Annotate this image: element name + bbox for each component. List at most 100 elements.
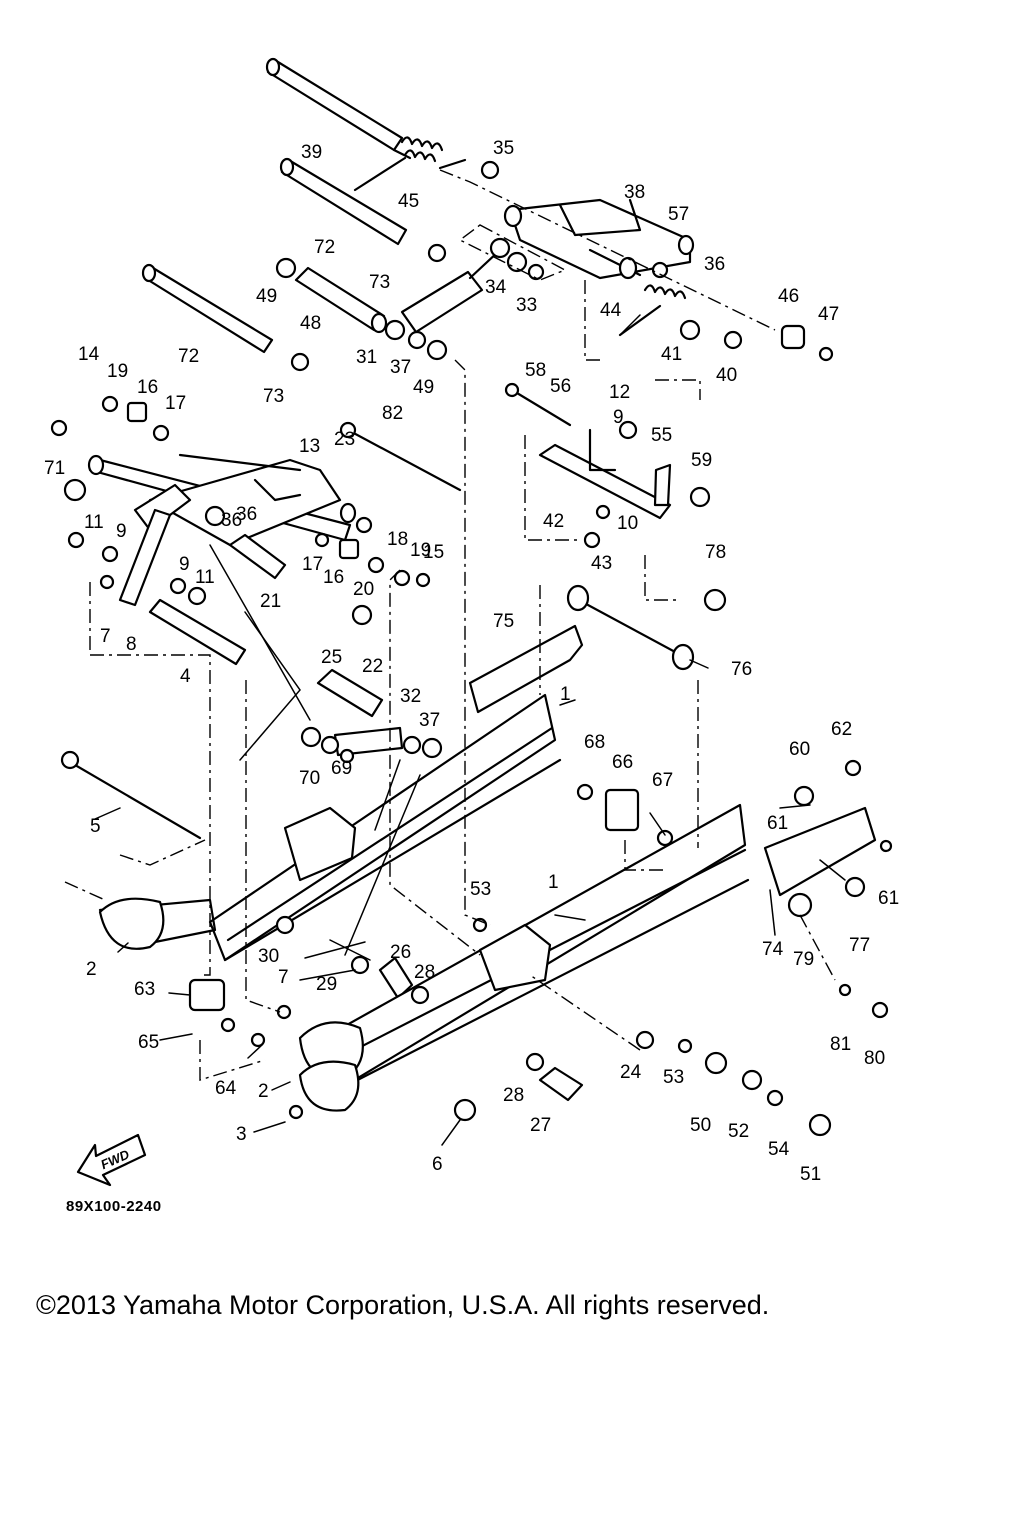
part-callout-11: 11 bbox=[84, 512, 104, 533]
part-callout-51: 51 bbox=[800, 1164, 821, 1185]
part-callout-9: 9 bbox=[179, 554, 190, 575]
copyright-notice: ©2013 Yamaha Motor Corporation, U.S.A. A… bbox=[36, 1290, 770, 1320]
part-callout-29: 29 bbox=[316, 974, 337, 995]
part-callout-2: 2 bbox=[258, 1081, 269, 1102]
part-callout-59: 59 bbox=[691, 450, 712, 471]
part-callout-81: 81 bbox=[830, 1034, 851, 1055]
part-callout-13: 13 bbox=[299, 436, 320, 457]
part-callout-12: 12 bbox=[609, 382, 630, 403]
bolt-82 bbox=[339, 421, 462, 492]
part-callout-49: 49 bbox=[256, 286, 277, 307]
part-callout-68: 68 bbox=[584, 732, 605, 753]
part-callout-50: 50 bbox=[690, 1115, 711, 1136]
callout-labels: 1122345677899910111112131415161617171819… bbox=[44, 138, 899, 1185]
part-callout-71: 71 bbox=[44, 458, 65, 479]
part-callout-46: 46 bbox=[778, 286, 799, 307]
part-callout-45: 45 bbox=[398, 191, 419, 212]
spring-44 bbox=[618, 284, 687, 337]
plate-75 bbox=[468, 624, 584, 714]
part-callout-42: 42 bbox=[543, 511, 564, 532]
part-callout-35: 35 bbox=[493, 138, 514, 159]
part-callout-76: 76 bbox=[731, 659, 752, 680]
part-callout-43: 43 bbox=[591, 553, 612, 574]
part-callout-21: 21 bbox=[260, 591, 281, 612]
part-callout-3: 3 bbox=[236, 1124, 247, 1145]
part-callout-33: 33 bbox=[516, 295, 537, 316]
part-callout-72: 72 bbox=[178, 346, 199, 367]
slide-rail-front-2-upper bbox=[98, 897, 165, 950]
part-callout-39: 39 bbox=[301, 142, 322, 163]
part-callout-1: 1 bbox=[560, 684, 571, 705]
part-callout-20: 20 bbox=[353, 579, 374, 600]
diagram-code: 89X100-2240 bbox=[66, 1198, 162, 1215]
part-callout-31: 31 bbox=[356, 347, 377, 368]
part-callout-7: 7 bbox=[278, 967, 289, 988]
part-callout-7: 7 bbox=[100, 626, 111, 647]
part-callout-9: 9 bbox=[613, 407, 624, 428]
slide-rail-front-2-lower bbox=[298, 1021, 364, 1112]
part-callout-5: 5 bbox=[90, 816, 101, 837]
part-callout-60: 60 bbox=[789, 739, 810, 760]
part-callout-73: 73 bbox=[263, 386, 284, 407]
part-callout-18: 18 bbox=[387, 529, 408, 550]
collar-26 bbox=[378, 956, 414, 1000]
part-callout-17: 17 bbox=[165, 393, 186, 414]
part-callout-73: 73 bbox=[369, 272, 390, 293]
plate-74 bbox=[763, 806, 877, 897]
part-callout-58: 58 bbox=[525, 360, 546, 381]
collar-25 bbox=[316, 668, 384, 718]
part-callout-54: 54 bbox=[768, 1139, 790, 1160]
part-callout-4: 4 bbox=[180, 666, 191, 687]
assembly-guide-lines bbox=[64, 169, 836, 1081]
part-callout-19: 19 bbox=[410, 540, 431, 561]
spring-45 bbox=[353, 136, 467, 192]
part-callout-56: 56 bbox=[550, 376, 571, 397]
part-callout-32: 32 bbox=[400, 686, 421, 707]
part-callout-23: 23 bbox=[334, 429, 355, 450]
part-callout-26: 26 bbox=[390, 942, 411, 963]
part-callout-78: 78 bbox=[705, 542, 726, 563]
part-callout-75: 75 bbox=[493, 611, 514, 632]
collar-27 bbox=[538, 1066, 584, 1102]
part-callout-10: 10 bbox=[617, 513, 638, 534]
part-callout-1: 1 bbox=[548, 872, 559, 893]
part-callout-61: 61 bbox=[878, 888, 899, 909]
part-callout-41: 41 bbox=[661, 344, 682, 365]
part-callout-37: 37 bbox=[390, 357, 411, 378]
part-callout-67: 67 bbox=[652, 770, 673, 791]
part-callout-27: 27 bbox=[530, 1115, 551, 1136]
part-callout-30: 30 bbox=[258, 946, 279, 967]
part-callout-28: 28 bbox=[503, 1085, 524, 1106]
part-callout-24: 24 bbox=[620, 1062, 642, 1083]
part-callout-2: 2 bbox=[86, 959, 97, 980]
part-callout-79: 79 bbox=[793, 949, 814, 970]
part-callout-6: 6 bbox=[432, 1154, 443, 1175]
bolt-5 bbox=[60, 750, 202, 840]
part-callout-57: 57 bbox=[668, 204, 689, 225]
part-callout-80: 80 bbox=[864, 1048, 885, 1069]
part-callout-40: 40 bbox=[716, 365, 737, 386]
part-callout-36: 36 bbox=[221, 510, 242, 531]
part-callout-82: 82 bbox=[382, 403, 403, 424]
part-callout-55: 55 bbox=[651, 425, 672, 446]
part-callout-61: 61 bbox=[767, 813, 788, 834]
bolt-58 bbox=[504, 382, 572, 427]
part-callout-34: 34 bbox=[485, 277, 507, 298]
part-callout-37: 37 bbox=[419, 710, 440, 731]
part-callout-38: 38 bbox=[624, 182, 645, 203]
collar-4 bbox=[148, 598, 247, 666]
part-callout-64: 64 bbox=[215, 1078, 237, 1099]
part-callout-44: 44 bbox=[600, 300, 622, 321]
part-callout-22: 22 bbox=[362, 656, 383, 677]
part-callout-66: 66 bbox=[612, 752, 633, 773]
part-callout-62: 62 bbox=[831, 719, 852, 740]
part-callout-63: 63 bbox=[134, 979, 155, 1000]
part-callout-47: 47 bbox=[818, 304, 839, 325]
part-callout-17: 17 bbox=[302, 554, 323, 575]
part-callout-65: 65 bbox=[138, 1032, 159, 1053]
bracket-42-assembly bbox=[538, 428, 672, 520]
part-callout-77: 77 bbox=[849, 935, 870, 956]
shock-absorber bbox=[400, 237, 511, 334]
shaft-72-left bbox=[141, 263, 274, 354]
